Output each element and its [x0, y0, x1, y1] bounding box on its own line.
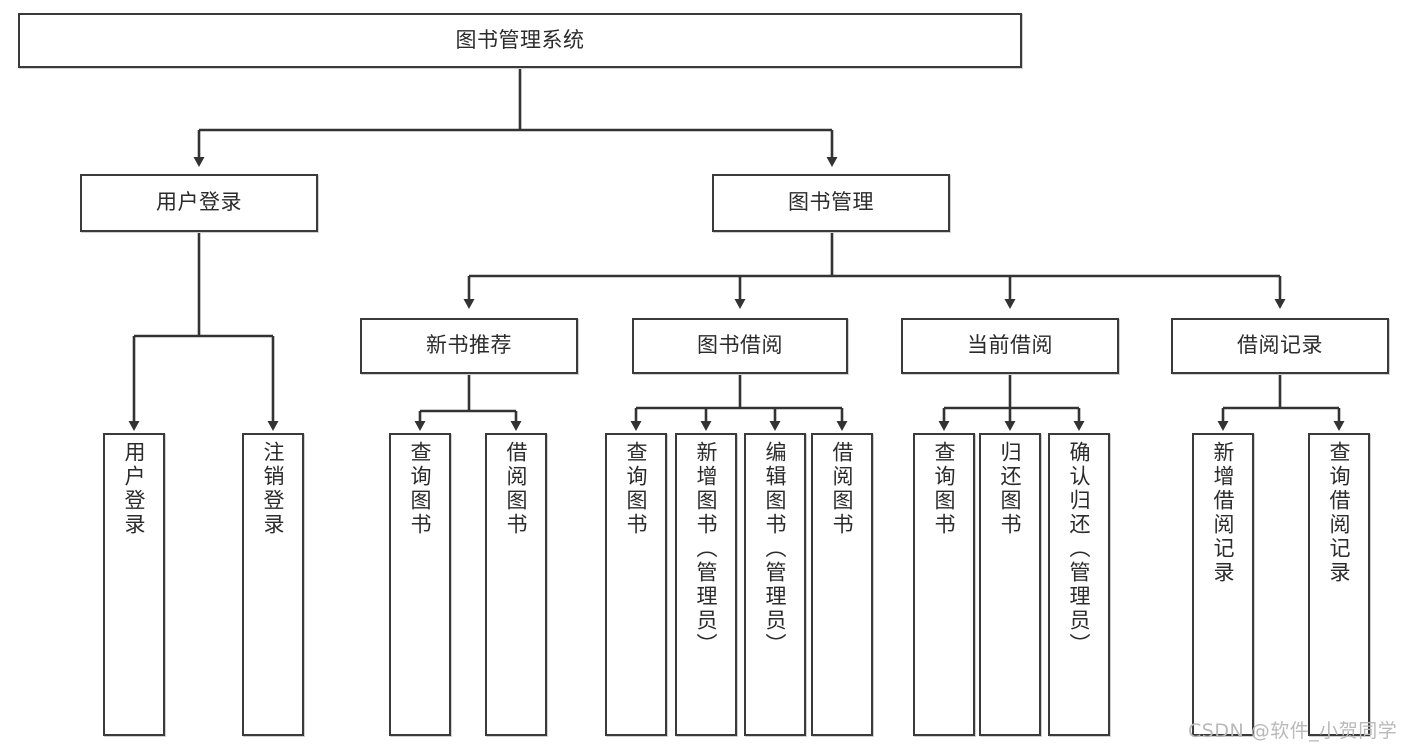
- leaf-edit-book[interactable]: 编辑图书（管理员）: [744, 433, 806, 736]
- leaf-return-book-label: 归还图书: [998, 441, 1023, 537]
- leaf-query-record-label: 查询借阅记录: [1327, 441, 1352, 585]
- leaf-edit-book-label: 编辑图书（管理员）: [763, 441, 788, 657]
- leaf-return-book[interactable]: 归还图书: [979, 433, 1041, 736]
- leaf-logout-login[interactable]: 注销登录: [242, 433, 304, 736]
- leaf-user-login-label: 用户登录: [122, 441, 147, 537]
- leaf-query-book-1[interactable]: 查询图书: [389, 433, 451, 736]
- node-root[interactable]: 图书管理系统: [18, 13, 1022, 68]
- node-user-login-label: 用户登录: [156, 190, 242, 215]
- leaf-user-login[interactable]: 用户登录: [103, 433, 165, 736]
- leaf-query-book-3[interactable]: 查询图书: [913, 433, 975, 736]
- leaf-query-book-2[interactable]: 查询图书: [605, 433, 667, 736]
- leaf-confirm-return-label: 确认归还（管理员）: [1067, 441, 1092, 657]
- node-root-label: 图书管理系统: [455, 27, 585, 52]
- leaf-add-record-label: 新增借阅记录: [1211, 441, 1236, 585]
- leaf-add-record[interactable]: 新增借阅记录: [1192, 433, 1254, 736]
- leaf-query-record[interactable]: 查询借阅记录: [1308, 433, 1370, 736]
- leaf-borrow-book-1-label: 借阅图书: [504, 441, 529, 537]
- node-book-borrow[interactable]: 图书借阅: [632, 318, 848, 374]
- node-current-borrow-label: 当前借阅: [967, 333, 1053, 358]
- leaf-borrow-book-1[interactable]: 借阅图书: [485, 433, 547, 736]
- leaf-borrow-book-2-label: 借阅图书: [830, 441, 855, 537]
- node-book-borrow-label: 图书借阅: [697, 333, 783, 358]
- leaf-query-book-3-label: 查询图书: [932, 441, 957, 537]
- leaf-confirm-return[interactable]: 确认归还（管理员）: [1048, 433, 1110, 736]
- leaf-logout-login-label: 注销登录: [261, 441, 286, 537]
- node-new-book-recommend-label: 新书推荐: [426, 333, 512, 358]
- leaf-query-book-2-label: 查询图书: [624, 441, 649, 537]
- watermark-text: CSDN @软件_小贺同学: [1188, 720, 1398, 742]
- node-book-manage-label: 图书管理: [788, 190, 874, 215]
- leaf-add-book[interactable]: 新增图书（管理员）: [675, 433, 737, 736]
- leaf-add-book-label: 新增图书（管理员）: [694, 441, 719, 657]
- leaf-query-book-1-label: 查询图书: [408, 441, 433, 537]
- node-borrow-record[interactable]: 借阅记录: [1171, 318, 1389, 374]
- node-borrow-record-label: 借阅记录: [1237, 333, 1323, 358]
- node-book-manage[interactable]: 图书管理: [712, 174, 950, 232]
- node-new-book-recommend[interactable]: 新书推荐: [360, 318, 578, 374]
- node-user-login[interactable]: 用户登录: [80, 174, 318, 232]
- node-current-borrow[interactable]: 当前借阅: [901, 318, 1119, 374]
- leaf-borrow-book-2[interactable]: 借阅图书: [811, 433, 873, 736]
